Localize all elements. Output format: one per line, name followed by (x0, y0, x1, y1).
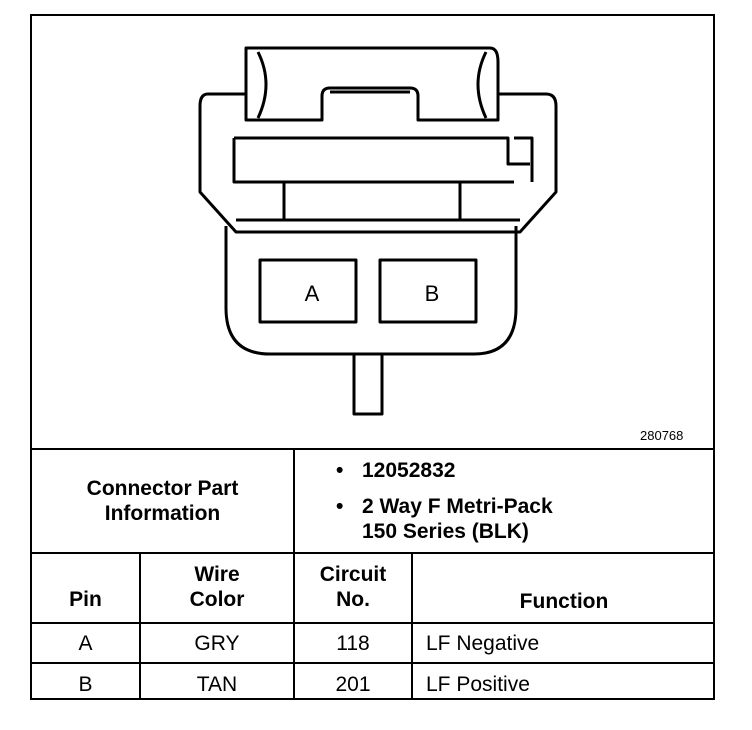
connector-info-label: Connector Part Information (32, 476, 293, 526)
divider (30, 552, 715, 554)
connector-housing (198, 92, 558, 234)
row-a-circuit: 118 (336, 632, 370, 655)
divider (139, 552, 141, 700)
divider (30, 622, 715, 624)
header-wire-color-line1: Wire (194, 563, 240, 586)
cavity-label-a: A (305, 281, 320, 306)
connector-type-line1: 2 Way F Metri-Pack (362, 495, 553, 518)
connector-drawing: A B (198, 46, 558, 416)
connector-info-label-line1: Connector Part (86, 477, 239, 500)
header-circuit-no: Circuit No. (295, 562, 411, 612)
divider (411, 552, 413, 700)
header-circuit-no-line1: Circuit (319, 563, 387, 586)
part-number-bullet: • (336, 459, 344, 482)
header-wire-color: Wire Color (141, 562, 293, 612)
part-number: 12052832 (362, 459, 456, 482)
row-a-function: LF Negative (426, 632, 540, 655)
row-b-function: LF Positive (426, 673, 530, 696)
row-a-color: GRY (194, 632, 240, 655)
header-function-line2: Function (519, 590, 609, 613)
header-circuit-no-line2: No. (336, 588, 370, 611)
row-a-pin: A (78, 632, 93, 655)
header-wire-color-line2: Color (189, 588, 245, 611)
cavity-b (378, 258, 478, 324)
connector-body (224, 226, 518, 356)
header-pin-line2: Pin (69, 588, 102, 611)
divider (293, 552, 295, 700)
wire-stub (352, 354, 384, 416)
connector-info-label-line2: Information (104, 502, 221, 525)
header-pin: Pin (32, 562, 139, 612)
diagram-frame (30, 14, 715, 700)
connector-type-bullet: • (336, 495, 344, 518)
divider (30, 662, 715, 664)
connector-latch (244, 46, 500, 122)
header-pin-line1 (32, 562, 139, 587)
row-b-pin: B (78, 673, 93, 696)
divider (30, 448, 715, 450)
figure-id: 280768 (640, 428, 684, 443)
cavity-label-b: B (425, 281, 440, 306)
cavity-a (258, 258, 358, 324)
connector-type: 2 Way F Metri-Pack 150 Series (BLK) (362, 494, 553, 544)
header-function: Function (413, 564, 715, 614)
row-b-color: TAN (196, 673, 238, 696)
connector-type-line2: 150 Series (BLK) (362, 520, 529, 543)
row-b-circuit: 201 (335, 673, 371, 696)
divider (293, 448, 295, 554)
header-function-line1 (413, 564, 715, 589)
